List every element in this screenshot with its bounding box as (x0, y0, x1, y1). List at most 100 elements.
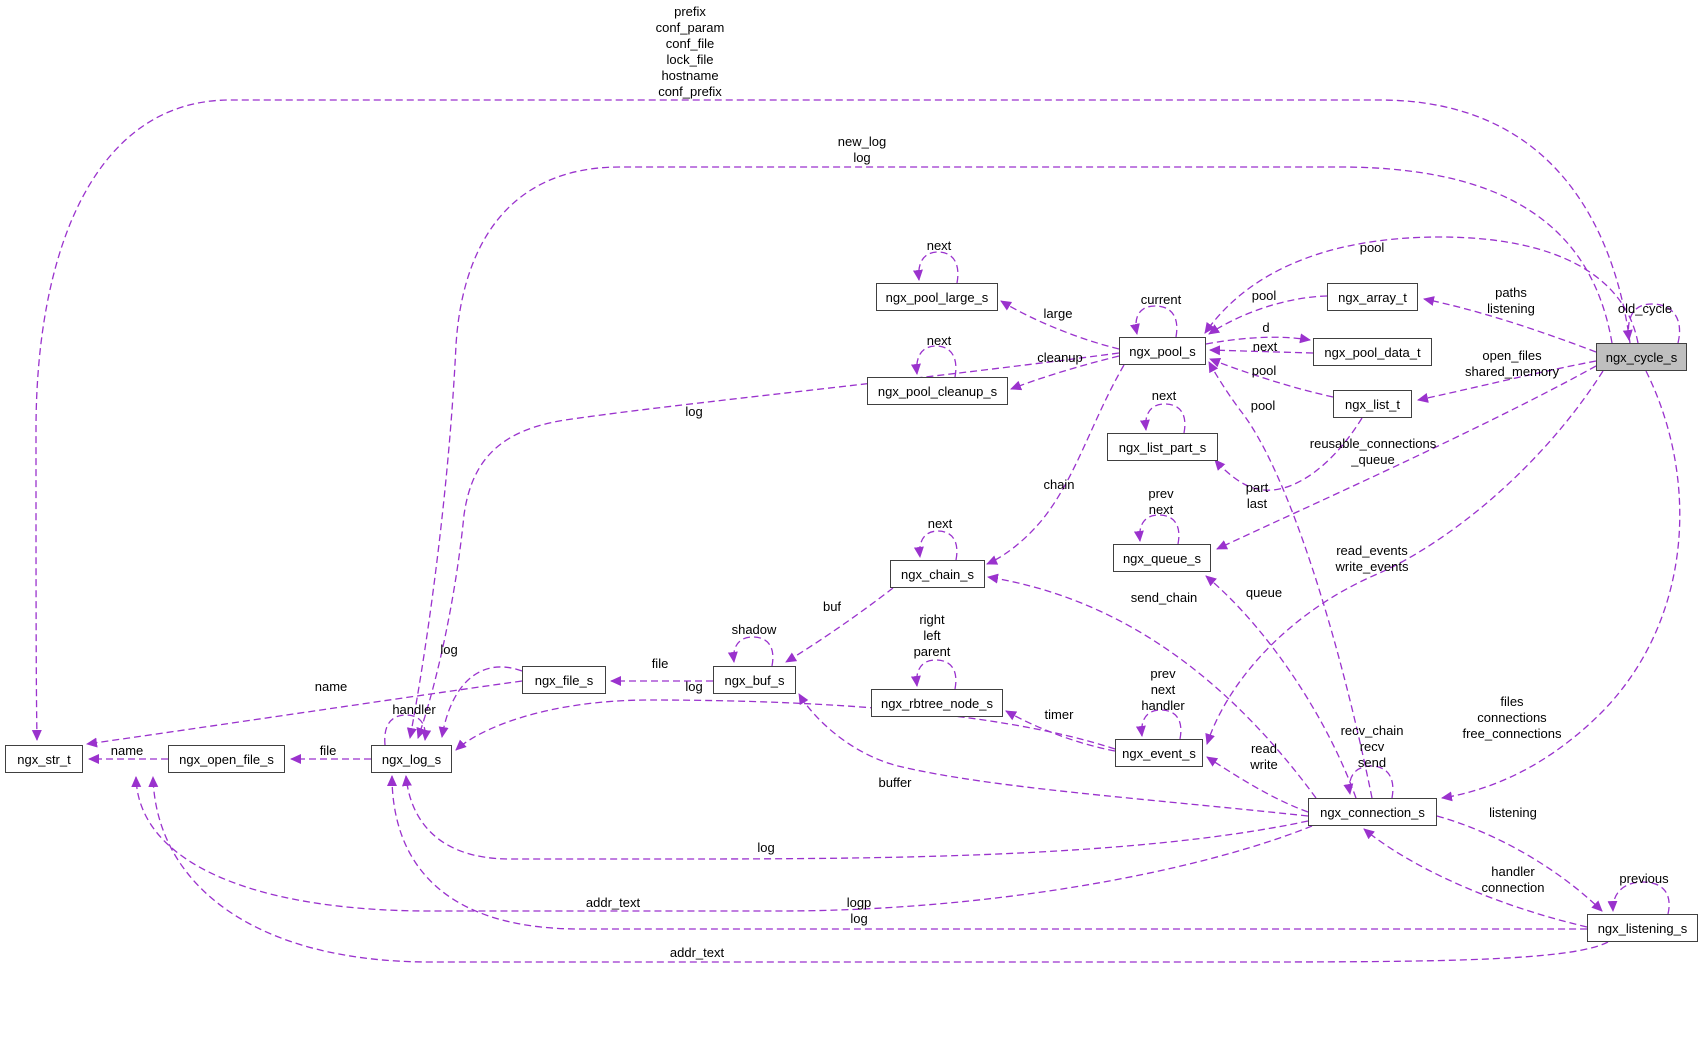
edge-label: read_events write_events (1335, 543, 1409, 574)
edge-label: open_files shared_memory (1465, 348, 1559, 379)
edge-cycle-list-openfiles (1417, 360, 1597, 403)
edge-label: next (927, 516, 953, 531)
edge-pool-large (1000, 300, 1120, 350)
edge-cycle-log-newlog (406, 166, 1613, 739)
node-ngx-list-t[interactable]: ngx_list_t (1333, 390, 1412, 418)
edge-pool-cleanup (1010, 355, 1120, 391)
node-ngx-file-s[interactable]: ngx_file_s (522, 666, 606, 694)
edge-chain-buf (785, 587, 894, 663)
edge-cycle-event-readevents (1205, 370, 1604, 745)
edge-connection-selfloop-recv (1343, 765, 1394, 799)
node-ngx-log-s[interactable]: ngx_log_s (371, 745, 452, 773)
edge-label: prefix conf_param conf_file lock_file ho… (655, 4, 725, 99)
edge-label: send_chain (1130, 590, 1198, 605)
node-ngx-cycle-s: ngx_cycle_s (1596, 343, 1687, 371)
edge-label: part last (1245, 480, 1269, 511)
edge-file-str-name (86, 680, 523, 748)
edge-listening-connection-handler (1363, 828, 1588, 928)
node-ngx-array-t[interactable]: ngx_array_t (1327, 283, 1418, 311)
edge-data-pool-next (1209, 345, 1314, 356)
edge-label: addr_text (669, 945, 725, 960)
edge-cycle-queue-reusable (1216, 365, 1597, 550)
edge-label: next (1151, 388, 1177, 403)
edge-label: reusable_connections _queue (1309, 436, 1437, 467)
edge-event-log (455, 699, 1116, 751)
edge-rbtree-selfloop (910, 659, 957, 690)
node-ngx-connection-s[interactable]: ngx_connection_s (1308, 798, 1437, 826)
edge-label: cleanup (1037, 350, 1083, 365)
edge-label: timer (1044, 707, 1074, 722)
edge-cycle-selfloop-oldcycle (1622, 303, 1681, 344)
node-ngx-listening-s[interactable]: ngx_listening_s (1587, 914, 1698, 942)
edge-cycle-str-prefix (31, 99, 1631, 741)
node-ngx-pool-s[interactable]: ngx_pool_s (1119, 337, 1206, 365)
edge-label: files connections free_connections (1462, 694, 1562, 741)
edge-connection-chain-sendchain (987, 573, 1317, 799)
edge-list-listpart-part (1214, 417, 1363, 491)
node-ngx-queue-s[interactable]: ngx_queue_s (1113, 544, 1211, 572)
node-ngx-str-t[interactable]: ngx_str_t (5, 745, 83, 773)
node-ngx-pool-data-t[interactable]: ngx_pool_data_t (1313, 338, 1432, 366)
edge-label: queue (1245, 585, 1283, 600)
node-ngx-pool-cleanup-s[interactable]: ngx_pool_cleanup_s (867, 377, 1008, 405)
edge-label: previous (1619, 871, 1669, 886)
edge-label: current (1140, 292, 1182, 307)
edge-connection-listening (1436, 815, 1603, 912)
edge-list-pool (1209, 357, 1334, 398)
edge-label: pool (1250, 398, 1276, 413)
edge-connection-event-readwrite (1206, 756, 1309, 813)
edge-label: buf (822, 599, 842, 614)
edge-label: log (685, 404, 703, 419)
node-ngx-open-file-s[interactable]: ngx_open_file_s (168, 745, 285, 773)
edge-label: next (926, 333, 952, 348)
edge-file-log (438, 666, 523, 738)
edge-connection-log (401, 775, 1309, 860)
edge-pool-data-d (1205, 333, 1311, 345)
edge-listening-log-logp (387, 775, 1587, 930)
node-ngx-buf-s[interactable]: ngx_buf_s (713, 666, 796, 694)
edge-label: handler connection (1481, 864, 1545, 895)
edge-label: log (440, 642, 458, 657)
edge-label: name (110, 743, 144, 758)
edge-cycle-connection-files (1441, 370, 1681, 802)
edge-event-rbtree-timer (1005, 710, 1116, 752)
edge-label: paths listening (1487, 285, 1535, 316)
edge-array-pool (1208, 295, 1328, 335)
edge-cleanup-selfloop-next (910, 345, 957, 378)
edge-label: file (651, 656, 669, 671)
edge-large-selfloop-next (912, 251, 959, 284)
node-ngx-event-s[interactable]: ngx_event_s (1115, 739, 1203, 767)
edge-label: pool (1251, 363, 1277, 378)
edge-listening-str-addrtext (148, 776, 1609, 963)
edge-connection-queue (1205, 575, 1357, 799)
edge-label: d (1262, 320, 1270, 335)
edge-label: prev next handler (1141, 666, 1185, 713)
edge-cycle-pool (1204, 236, 1639, 344)
edge-label: next (1252, 339, 1278, 354)
edge-label: new_log log (837, 134, 887, 165)
edge-label: buffer (878, 775, 912, 790)
edge-connection-pool (1208, 361, 1373, 799)
node-ngx-pool-large-s[interactable]: ngx_pool_large_s (876, 283, 998, 311)
edge-label: handler (392, 702, 436, 717)
edge-label: large (1043, 306, 1073, 321)
node-ngx-chain-s[interactable]: ngx_chain_s (890, 560, 985, 588)
edge-pool-selfloop-current (1130, 305, 1178, 338)
edge-label: chain (1043, 477, 1075, 492)
edge-event-selfloop-prevnexthandler (1135, 709, 1182, 740)
edge-pool-chain (986, 364, 1125, 565)
edge-cycle-array-paths (1423, 296, 1597, 353)
node-ngx-list-part-s[interactable]: ngx_list_part_s (1107, 433, 1218, 461)
edge-label: log (685, 679, 703, 694)
edge-label: prev next (1148, 486, 1174, 517)
edge-label: pool (1251, 288, 1277, 303)
edge-label: shadow (731, 622, 777, 637)
edge-label: log (757, 840, 775, 855)
edge-label: right left parent (913, 612, 951, 659)
node-ngx-rbtree-node-s[interactable]: ngx_rbtree_node_s (871, 689, 1003, 717)
edge-label: read write (1250, 741, 1278, 772)
edge-label: logp log (846, 895, 872, 926)
edge-label: old_cycle (1617, 301, 1673, 316)
edge-label: recv_chain recv send (1340, 723, 1404, 770)
